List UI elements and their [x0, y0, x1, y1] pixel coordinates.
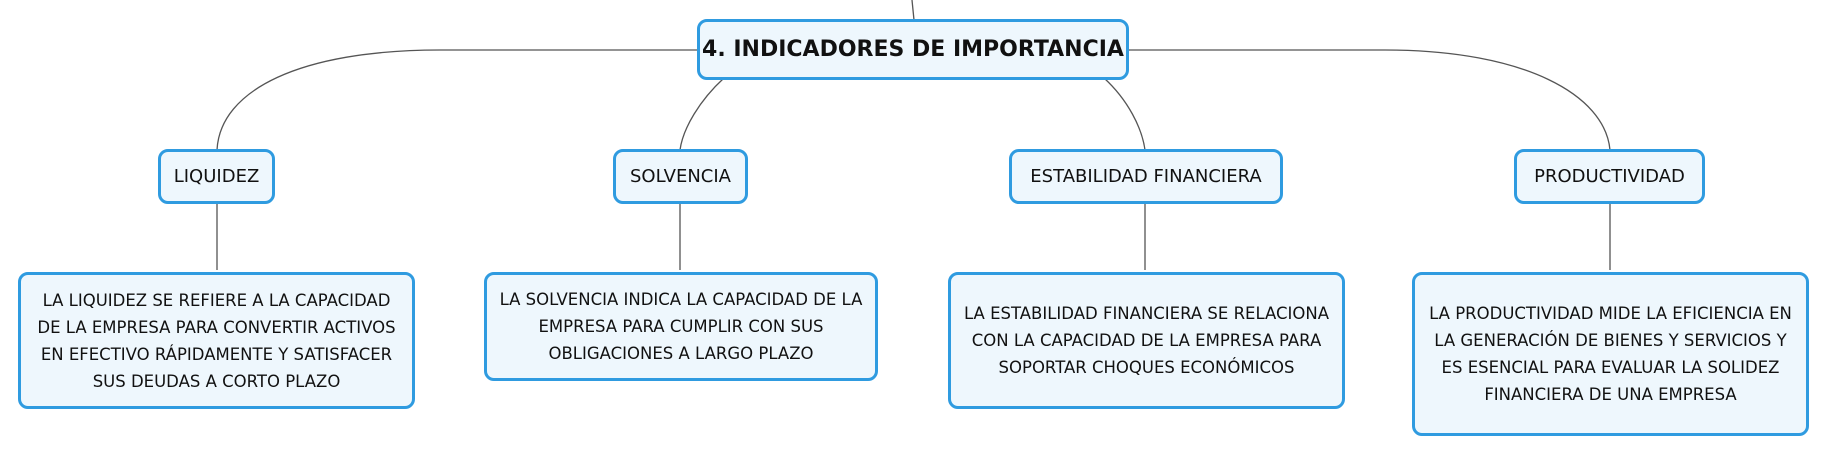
connector-root-estabilidad	[1103, 77, 1146, 151]
node-estabilidad-financiera[interactable]: ESTABILIDAD FINANCIERA	[1009, 149, 1283, 204]
node-liquidez[interactable]: LIQUIDEZ	[158, 149, 275, 204]
node-productividad[interactable]: PRODUCTIVIDAD	[1514, 149, 1705, 204]
connector-root-productividad	[1128, 49, 1611, 151]
desc-liquidez[interactable]: LA LIQUIDEZ SE REFIERE A LA CAPACIDAD DE…	[18, 272, 415, 409]
connector-root-solvencia	[679, 77, 725, 151]
desc-productividad[interactable]: LA PRODUCTIVIDAD MIDE LA EFICIENCIA EN L…	[1412, 272, 1809, 436]
connector-root-liquidez	[216, 49, 700, 151]
desc-solvencia[interactable]: LA SOLVENCIA INDICA LA CAPACIDAD DE LA E…	[484, 272, 878, 381]
desc-estabilidad-financiera[interactable]: LA ESTABILIDAD FINANCIERA SE RELACIONA C…	[948, 272, 1345, 409]
connector-root-incoming	[911, 0, 915, 21]
node-solvencia[interactable]: SOLVENCIA	[613, 149, 748, 204]
root-node[interactable]: 4. INDICADORES DE IMPORTANCIA	[697, 19, 1129, 80]
